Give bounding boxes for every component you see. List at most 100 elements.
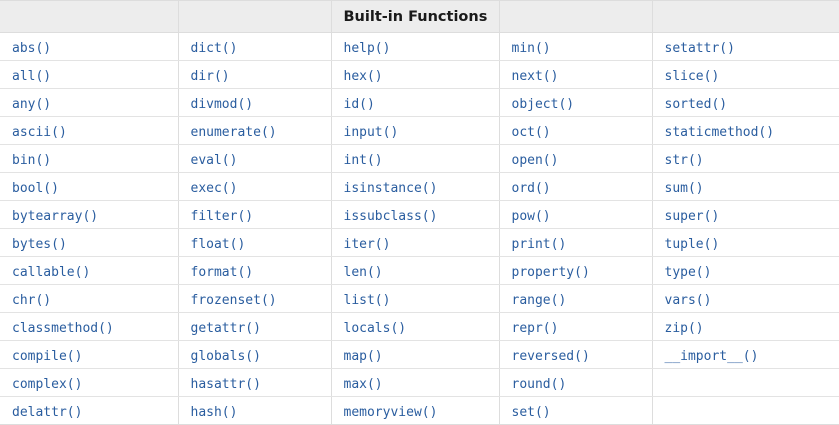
- function-link[interactable]: frozenset(): [191, 294, 277, 307]
- function-link[interactable]: reversed(): [512, 350, 590, 363]
- function-link[interactable]: complex(): [12, 378, 82, 391]
- function-link[interactable]: locals(): [344, 322, 407, 335]
- table-cell: hex(): [331, 61, 499, 89]
- table-cell: sorted(): [652, 89, 839, 117]
- table-cell: oct(): [499, 117, 652, 145]
- function-link[interactable]: enumerate(): [191, 126, 277, 139]
- table-cell: setattr(): [652, 33, 839, 61]
- function-link[interactable]: bin(): [12, 154, 51, 167]
- table-cell: min(): [499, 33, 652, 61]
- table-header-row: Built-in Functions: [0, 1, 839, 33]
- table-cell: vars(): [652, 285, 839, 313]
- function-link[interactable]: chr(): [12, 294, 51, 307]
- function-link[interactable]: hash(): [191, 406, 238, 419]
- table-cell: any(): [0, 89, 178, 117]
- table-cell: tuple(): [652, 229, 839, 257]
- table-cell: reversed(): [499, 341, 652, 369]
- function-link[interactable]: object(): [512, 98, 575, 111]
- function-link[interactable]: abs(): [12, 42, 51, 55]
- table-cell: hasattr(): [178, 369, 331, 397]
- table-cell: super(): [652, 201, 839, 229]
- table-cell: globals(): [178, 341, 331, 369]
- function-link[interactable]: globals(): [191, 350, 261, 363]
- function-link[interactable]: memoryview(): [344, 406, 438, 419]
- table-cell: set(): [499, 397, 652, 425]
- function-link[interactable]: format(): [191, 266, 254, 279]
- table-cell: issubclass(): [331, 201, 499, 229]
- function-link[interactable]: type(): [665, 266, 712, 279]
- function-link[interactable]: bytes(): [12, 238, 67, 251]
- table-row: delattr() hash() memoryview() set(): [0, 397, 839, 425]
- table-cell: property(): [499, 257, 652, 285]
- function-link[interactable]: len(): [344, 266, 383, 279]
- table-row: complex() hasattr() max() round(): [0, 369, 839, 397]
- table-title-header: Built-in Functions: [331, 1, 499, 33]
- function-link[interactable]: dir(): [191, 70, 230, 83]
- table-cell: open(): [499, 145, 652, 173]
- function-link[interactable]: sum(): [665, 182, 704, 195]
- function-link[interactable]: map(): [344, 350, 383, 363]
- function-link[interactable]: oct(): [512, 126, 551, 139]
- function-link[interactable]: isinstance(): [344, 182, 438, 195]
- function-link[interactable]: exec(): [191, 182, 238, 195]
- function-link[interactable]: all(): [12, 70, 51, 83]
- function-link[interactable]: range(): [512, 294, 567, 307]
- function-link[interactable]: bytearray(): [12, 210, 98, 223]
- function-link[interactable]: max(): [344, 378, 383, 391]
- function-link[interactable]: round(): [512, 378, 567, 391]
- function-link[interactable]: int(): [344, 154, 383, 167]
- table-cell: len(): [331, 257, 499, 285]
- function-link[interactable]: property(): [512, 266, 590, 279]
- function-link[interactable]: open(): [512, 154, 559, 167]
- function-link[interactable]: help(): [344, 42, 391, 55]
- table-row: bin() eval() int() open() str(): [0, 145, 839, 173]
- table-cell: int(): [331, 145, 499, 173]
- function-link[interactable]: hex(): [344, 70, 383, 83]
- function-link[interactable]: sorted(): [665, 98, 728, 111]
- function-link[interactable]: print(): [512, 238, 567, 251]
- function-link[interactable]: bool(): [12, 182, 59, 195]
- function-link[interactable]: vars(): [665, 294, 712, 307]
- function-link[interactable]: min(): [512, 42, 551, 55]
- table-cell: round(): [499, 369, 652, 397]
- table-cell: getattr(): [178, 313, 331, 341]
- function-link[interactable]: dict(): [191, 42, 238, 55]
- function-link[interactable]: staticmethod(): [665, 126, 775, 139]
- table-row: bytearray() filter() issubclass() pow() supe…: [0, 201, 839, 229]
- function-link[interactable]: tuple(): [665, 238, 720, 251]
- function-link[interactable]: compile(): [12, 350, 82, 363]
- table-row: abs() dict() help() min() setattr(): [0, 33, 839, 61]
- table-cell: bytes(): [0, 229, 178, 257]
- function-link[interactable]: issubclass(): [344, 210, 438, 223]
- table-cell: [652, 397, 839, 425]
- function-link[interactable]: any(): [12, 98, 51, 111]
- function-link[interactable]: zip(): [665, 322, 704, 335]
- function-link[interactable]: ascii(): [12, 126, 67, 139]
- function-link[interactable]: delattr(): [12, 406, 82, 419]
- function-link[interactable]: str(): [665, 154, 704, 167]
- function-link[interactable]: float(): [191, 238, 246, 251]
- function-link[interactable]: divmod(): [191, 98, 254, 111]
- function-link[interactable]: setattr(): [665, 42, 735, 55]
- function-link[interactable]: set(): [512, 406, 551, 419]
- table-cell: enumerate(): [178, 117, 331, 145]
- function-link[interactable]: next(): [512, 70, 559, 83]
- function-link[interactable]: iter(): [344, 238, 391, 251]
- function-link[interactable]: getattr(): [191, 322, 261, 335]
- table-row: classmethod() getattr() locals() repr() zip(…: [0, 313, 839, 341]
- function-link[interactable]: callable(): [12, 266, 90, 279]
- function-link[interactable]: eval(): [191, 154, 238, 167]
- function-link[interactable]: ord(): [512, 182, 551, 195]
- function-link[interactable]: list(): [344, 294, 391, 307]
- function-link[interactable]: filter(): [191, 210, 254, 223]
- table-cell: object(): [499, 89, 652, 117]
- function-link[interactable]: classmethod(): [12, 322, 114, 335]
- function-link[interactable]: super(): [665, 210, 720, 223]
- function-link[interactable]: id(): [344, 98, 375, 111]
- function-link[interactable]: repr(): [512, 322, 559, 335]
- function-link[interactable]: input(): [344, 126, 399, 139]
- function-link[interactable]: hasattr(): [191, 378, 261, 391]
- function-link[interactable]: __import__(): [665, 350, 759, 363]
- function-link[interactable]: slice(): [665, 70, 720, 83]
- function-link[interactable]: pow(): [512, 210, 551, 223]
